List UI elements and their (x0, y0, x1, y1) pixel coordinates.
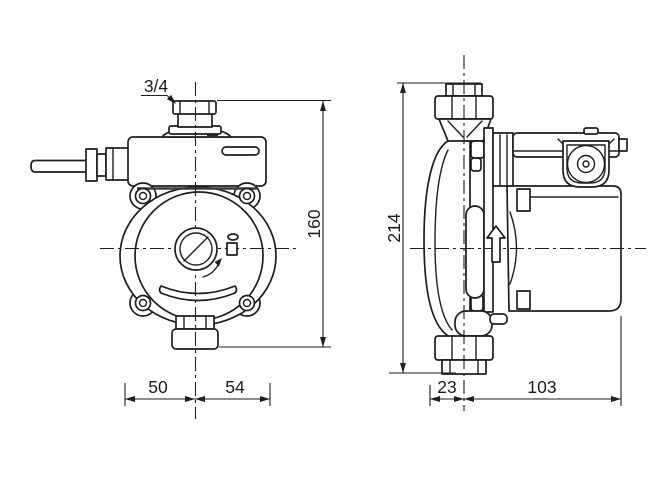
dim-label-23: 23 (437, 377, 456, 397)
cable-gland-body (105, 147, 130, 181)
dim-side-height: 214 (384, 82, 481, 374)
dim-connection: 3/4 (141, 76, 176, 104)
volute-body (423, 140, 485, 338)
plug-oval (227, 233, 239, 241)
rotation-arrowhead (214, 258, 222, 267)
leader-arrowhead (166, 94, 176, 104)
drain-boss (454, 310, 493, 337)
motor-clamp-bottom (516, 290, 531, 310)
vent-slot (158, 285, 238, 302)
shaft-detail (174, 227, 239, 278)
side-view (423, 83, 628, 375)
dim-label-160: 160 (304, 209, 324, 238)
cable-gland-neck (96, 153, 107, 177)
motor-assembly (483, 127, 628, 313)
dim-label-103: 103 (527, 377, 556, 397)
housing-screws (134, 187, 256, 312)
power-cable (30, 147, 130, 182)
motor-flange-plate (483, 127, 494, 313)
dim-front-height: 160 (217, 99, 331, 348)
drain-stem (489, 313, 508, 325)
housing-slot (465, 205, 485, 299)
terminal-box-slot (221, 146, 260, 156)
dim-label-50: 50 (148, 377, 168, 397)
motor-clamp-top (516, 188, 531, 212)
dim-label-connection: 3/4 (144, 76, 169, 96)
dim-front-widths: 50 54 (124, 377, 271, 406)
dim-side-depths: 23 103 (429, 316, 622, 406)
dim-label-54: 54 (225, 377, 245, 397)
side-top-port (434, 83, 494, 142)
plug-square (226, 242, 238, 256)
bottom-port (171, 315, 219, 350)
motor-adapter (492, 132, 514, 187)
shaft-slot (183, 236, 209, 262)
side-tab (618, 138, 628, 152)
cable-entry (557, 138, 615, 188)
front-view (30, 100, 277, 350)
terminal-box (127, 127, 267, 187)
dim-label-214: 214 (384, 213, 404, 242)
cable-gland-flange (85, 148, 98, 182)
flow-arrow-icon (486, 225, 506, 263)
dimensions: 3/4 160 214 (124, 76, 622, 406)
